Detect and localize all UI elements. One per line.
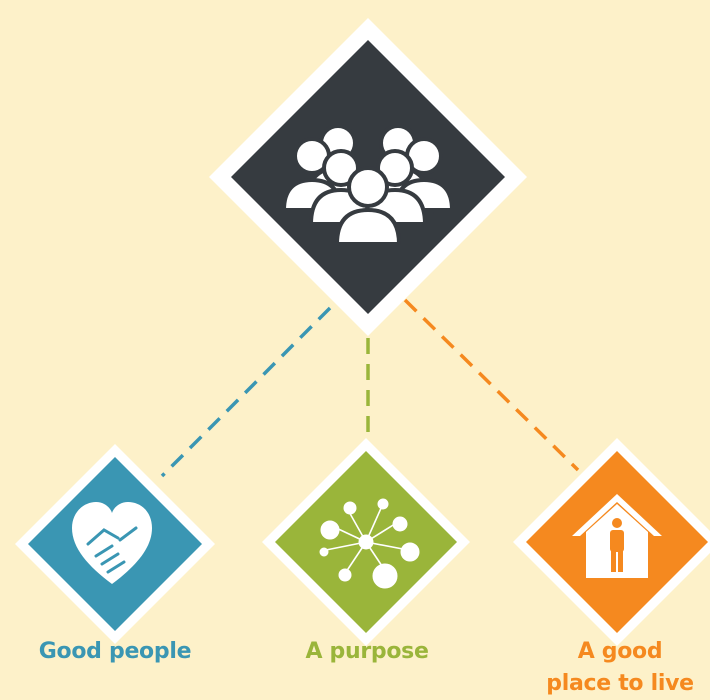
handshake-heart-icon — [72, 502, 152, 584]
top-diamond — [209, 18, 527, 336]
connector-good-people — [160, 306, 332, 478]
label-good-place: A good place to live — [546, 639, 694, 696]
good-people-diamond — [15, 444, 215, 644]
good-place-diamond — [513, 438, 710, 646]
house-with-person-icon — [572, 494, 662, 578]
purpose-diamond — [262, 438, 470, 646]
label-purpose: A purpose — [305, 639, 429, 664]
group-of-people-icon — [281, 124, 455, 246]
label-good-people: Good people — [38, 639, 192, 664]
network-nodes-icon — [319, 498, 420, 589]
connector-good-place — [403, 298, 580, 472]
